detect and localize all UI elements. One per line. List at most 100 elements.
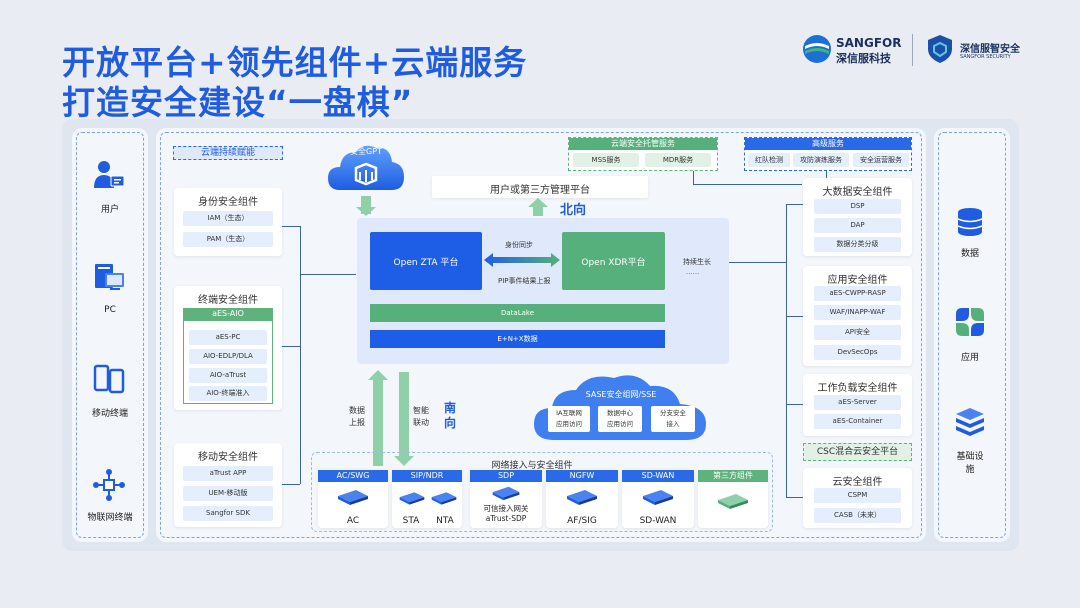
- managed-item-mss: MSS服务: [573, 153, 639, 167]
- data-report-line1: 数据: [349, 406, 365, 415]
- mobile-title: 移动安全组件: [198, 452, 258, 463]
- connector: [693, 171, 694, 185]
- bigdata-title: 大数据安全组件: [822, 187, 893, 198]
- connector: [786, 316, 803, 317]
- advanced-item-drill: 攻防演练服务: [793, 153, 849, 167]
- sangfor-logo: [802, 34, 832, 64]
- advanced-item-ops: 安全运营服务: [853, 153, 909, 167]
- network-header-sdwan: SD-WAN: [622, 470, 694, 482]
- gpt-label: 安全GPT: [350, 147, 382, 156]
- north-label: 北向: [560, 203, 587, 218]
- endpoint-item-pc: aES-PC: [189, 330, 267, 345]
- mobile-device-icon: [92, 362, 126, 396]
- south-char2: 向: [444, 416, 457, 430]
- connector: [300, 226, 301, 484]
- csc-platform: CSC混合云安全平台: [803, 443, 912, 461]
- identity-title: 身份安全组件: [198, 197, 258, 208]
- network-card-sdwan: SD-WAN SD-WAN: [622, 470, 694, 528]
- endpoint-card: 终端安全组件 aES-AIO aES-PC AIO-EDLP/DLA AIO-a…: [174, 286, 282, 410]
- workload-title: 工作负载安全组件: [817, 383, 898, 394]
- connector: [786, 404, 803, 405]
- network-header-sdp: SDP: [470, 470, 542, 482]
- report-arrow-shaft: [373, 380, 383, 466]
- app-item-waf: WAF/INAPP-WAF: [814, 305, 901, 320]
- network-label-nta: NTA: [436, 516, 454, 526]
- sta-device-icon: [399, 492, 425, 505]
- advanced-service-box: 高级服务 红队检测 攻防演练服务 安全运营服务: [744, 137, 912, 171]
- linkage-arrow-head: [394, 456, 414, 466]
- south-label: 南 向: [444, 401, 456, 431]
- network-card-ac: AC/SWG AC: [318, 470, 388, 528]
- sase-item-branch: 分支安全 接入: [651, 406, 695, 432]
- security-logo-cn: 深信服智安全: [960, 44, 1020, 55]
- enx-data-bar: E+N+X数据: [370, 330, 665, 348]
- connector: [282, 346, 300, 347]
- endpoint-item-edlp: AIO-EDLP/DLA: [189, 349, 267, 364]
- sase-item-internet: IA互联网 应用访问: [548, 406, 590, 432]
- identity-sync-label: 身份同步: [505, 241, 533, 249]
- identity-item-pam: PAM（生态）: [183, 232, 273, 247]
- network-card-thirdparty: 第三方组件: [698, 470, 768, 528]
- growth-dots: ......: [686, 268, 700, 276]
- zta-platform-box[interactable]: Open ZTA 平台: [370, 232, 482, 290]
- mobile-item-app: aTrust APP: [183, 466, 273, 481]
- workload-item-server: aES-Server: [814, 395, 901, 410]
- left-label-user: 用户: [100, 205, 119, 215]
- thirdparty-device-icon: [718, 494, 748, 509]
- right-label-app: 应用: [960, 353, 979, 363]
- endpoint-item-access: AIO-终端准入: [189, 386, 267, 401]
- network-region: [311, 452, 773, 532]
- ac-device-icon: [338, 490, 368, 505]
- advanced-service-title: 高级服务: [745, 138, 911, 150]
- center-border: [160, 132, 922, 538]
- security-gpt-cloud: [326, 140, 406, 196]
- app-card: 应用安全组件 aES-CWPP-RASP WAF/INAPP-WAF API安全…: [803, 266, 912, 366]
- network-label-sdwan: SD-WAN: [639, 516, 677, 526]
- left-label-mobile: 移动终端: [91, 409, 128, 419]
- gpt-arrow-head: [356, 207, 376, 216]
- sdp-device-icon: [492, 486, 520, 501]
- workload-card: 工作负载安全组件 aES-Server aES-Container: [803, 374, 912, 436]
- zta-platform-label: Open ZTA 平台: [393, 258, 459, 268]
- endpoint-title: 终端安全组件: [198, 295, 258, 306]
- cloudsec-item-cspm: CSPM: [814, 488, 901, 503]
- database-icon: [954, 206, 986, 238]
- connector: [300, 274, 356, 275]
- infrastructure-icon: [954, 406, 986, 442]
- app-item-devsecops: DevSecOps: [814, 345, 901, 360]
- mobile-card: 移动安全组件 aTrust APP UEM-移动版 Sangfor SDK: [174, 443, 282, 527]
- network-header-sip: SIP/NDR: [392, 470, 462, 482]
- right-label-data: 数据: [960, 249, 979, 259]
- app-title: 应用安全组件: [827, 275, 888, 286]
- endpoint-aio-header: aES-AIO: [183, 308, 273, 320]
- cloudsec-card: 云安全组件 CSPM CASB（未来）: [803, 468, 912, 528]
- managed-service-title: 云端安全托管服务: [569, 138, 717, 150]
- ngfw-device-icon: [567, 490, 597, 505]
- page-subtitle: 打造安全建设“一盘棋”: [62, 83, 414, 122]
- managed-item-mdr: MDR服务: [645, 153, 711, 167]
- security-logo-en: SANGFOR SECURITY: [960, 54, 1011, 60]
- security-shield-logo: [926, 34, 954, 64]
- page-title: 开放平台+领先组件+云端服务: [62, 43, 528, 82]
- linkage-arrow-shaft: [399, 372, 409, 458]
- data-report-line2: 上报: [349, 418, 365, 427]
- left-column-border: [76, 132, 144, 538]
- application-icon: [954, 306, 986, 338]
- managed-service-box: 云端安全托管服务 MSS服务 MDR服务: [568, 137, 718, 171]
- connector: [729, 262, 786, 263]
- sase-item-datacenter: 数据中心 应用访问: [598, 406, 642, 432]
- cloudsec-title: 云安全组件: [832, 477, 883, 488]
- network-title: 网络接入与安全组件: [491, 461, 573, 471]
- xdr-platform-box[interactable]: Open XDR平台: [562, 232, 665, 290]
- sync-double-arrow: [484, 252, 560, 268]
- sase-title: SASE安全组网/SSE: [585, 390, 657, 399]
- left-label-iot: 物联网终端: [87, 513, 133, 523]
- management-platform-label: 用户或第三方管理平台: [490, 185, 590, 196]
- network-card-sdp: SDP 可信接入网关 aTrust-SDP: [470, 470, 542, 528]
- identity-card: 身份安全组件 IAM（生态） PAM（生态）: [174, 188, 282, 256]
- right-label-infra: 基础设 施: [956, 452, 984, 475]
- iot-icon: [92, 468, 126, 502]
- connector: [282, 484, 300, 485]
- bigdata-item-classify: 数据分类分级: [814, 237, 901, 252]
- mobile-item-uem: UEM-移动版: [183, 486, 273, 501]
